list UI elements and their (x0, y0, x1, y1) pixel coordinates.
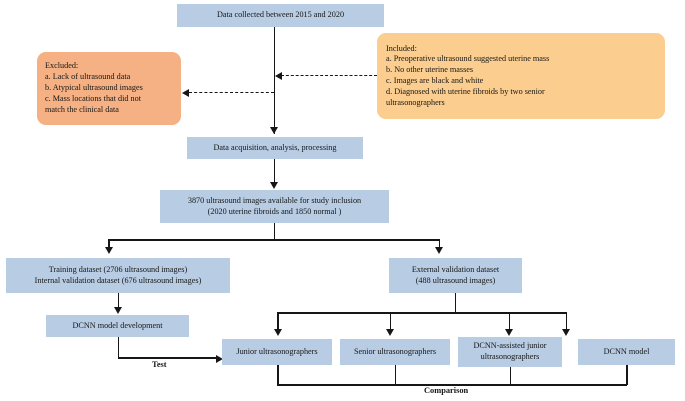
connector-acquisition-to-available (273, 159, 276, 186)
node-included: Included: a. Preoperative ultrasound sug… (377, 33, 665, 119)
connector-drop-senior (389, 312, 392, 332)
arrow-test-to-junior (216, 354, 223, 363)
arrow-to-junior (273, 329, 282, 336)
connector-dcnn-test-right (117, 357, 218, 359)
connector-trunk-top (273, 27, 276, 134)
node-dcnn-assisted-junior-label: DCNN-assisted junior ultrasonographers (473, 341, 547, 361)
arrow-included-to-trunk (275, 71, 282, 80)
node-dcnn-model: DCNN model (578, 339, 675, 365)
connector-available-stem (273, 223, 276, 240)
connector-external-stem (454, 293, 457, 313)
node-excluded-label: Excluded: a. Lack of ultrasound data b. … (45, 61, 143, 114)
node-available-images: 3870 ultrasound images available for stu… (160, 190, 389, 223)
connector-dcnn-model-to-comparison (626, 365, 628, 385)
connector-comparison-bar (277, 384, 627, 386)
node-external-validation: External validation dataset (488 ultraso… (389, 258, 522, 293)
arrow-to-training-dataset (105, 247, 113, 254)
connector-dcnn-assisted-to-comparison (509, 367, 512, 385)
arrow-to-available-images (270, 182, 278, 189)
connector-split-bar-datasets (108, 239, 440, 241)
edge-label-test: Test (152, 360, 167, 369)
node-junior-ultrasonographers-label: Junior ultrasonographers (236, 346, 318, 356)
node-included-label: Included: a. Preoperative ultrasound sug… (386, 43, 550, 107)
node-training-datasets: Training dataset (2706 ultrasound images… (6, 258, 230, 293)
connector-trunk-to-excluded (189, 92, 274, 93)
node-junior-ultrasonographers: Junior ultrasonographers (222, 339, 332, 365)
edge-label-comparison: Comparison (424, 386, 469, 395)
node-available-images-label: 3870 ultrasound images available for stu… (187, 195, 362, 216)
connector-junior-to-comparison (277, 365, 279, 385)
connector-included-to-trunk (281, 75, 377, 76)
arrow-to-external-validation (435, 247, 443, 254)
arrow-trunk-to-excluded (182, 88, 189, 97)
arrow-to-dcnn-assisted (505, 329, 513, 336)
arrow-to-data-acquisition (270, 127, 278, 134)
node-data-collected: Data collected between 2015 and 2020 (177, 4, 384, 27)
connector-senior-to-comparison (394, 365, 397, 385)
connector-drop-training (108, 239, 110, 250)
node-data-acquisition-label: Data acquisition, analysis, processing (213, 142, 337, 152)
connector-dcnn-test-down (117, 337, 120, 358)
arrow-to-dcnn-model (562, 329, 570, 336)
node-dcnn-development: DCNN model development (46, 315, 189, 337)
connector-drop-external (438, 239, 441, 250)
connector-drop-dcnn-assisted (508, 312, 511, 332)
node-external-validation-label: External validation dataset (488 ultraso… (411, 264, 500, 285)
connector-drop-junior (277, 312, 279, 332)
node-training-datasets-label: Training dataset (2706 ultrasound images… (34, 264, 202, 285)
arrow-to-dcnn-development (114, 307, 122, 314)
node-excluded: Excluded: a. Lack of ultrasound data b. … (37, 52, 181, 125)
node-senior-ultrasonographers: Senior ultrasonographers (340, 339, 450, 365)
node-data-collected-label: Data collected between 2015 and 2020 (216, 10, 345, 20)
node-dcnn-model-label: DCNN model (603, 346, 650, 356)
arrow-to-senior (386, 329, 394, 336)
connector-split-bar-four (277, 312, 567, 314)
node-dcnn-development-label: DCNN model development (72, 320, 163, 330)
node-senior-ultrasonographers-label: Senior ultrasonographers (353, 346, 437, 356)
connector-training-to-dcnn (117, 293, 120, 310)
connector-drop-dcnn-model (565, 312, 568, 332)
node-data-acquisition: Data acquisition, analysis, processing (187, 137, 363, 159)
node-dcnn-assisted-junior: DCNN-assisted junior ultrasonographers (458, 337, 562, 367)
